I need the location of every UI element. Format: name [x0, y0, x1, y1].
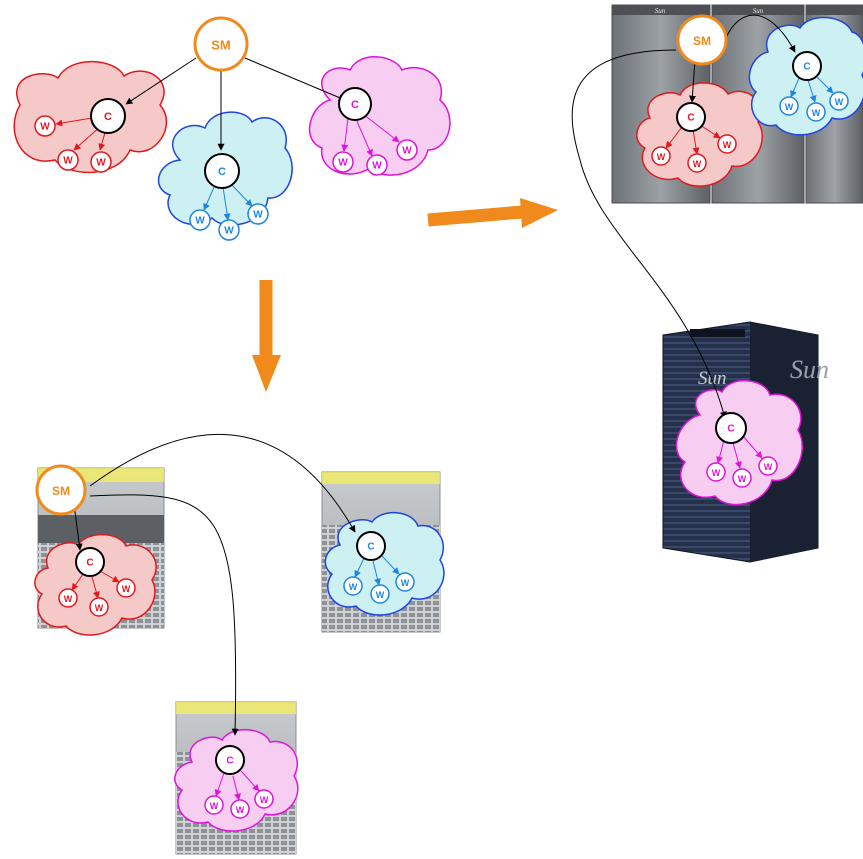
tower-side-logo: Sun — [790, 355, 829, 384]
worker-label: W — [63, 156, 73, 167]
controller-label: C — [86, 558, 93, 569]
worker-label: W — [96, 158, 106, 169]
controller-red-right: C — [676, 102, 706, 132]
connectors — [73, 14, 796, 736]
sm-node-top: SM — [193, 16, 249, 72]
worker-label: W — [40, 122, 50, 133]
worker-labels: W W W W W W W W W W W W W W W W W W W W … — [40, 97, 843, 815]
worker-group-blue-blade — [343, 572, 415, 604]
worker-label: W — [224, 226, 234, 237]
worker-group-magenta-top — [332, 139, 418, 176]
controller-label: C — [351, 99, 359, 111]
flow-arrow-down — [252, 280, 281, 392]
worker-label: W — [812, 108, 821, 118]
worker-label: W — [376, 590, 385, 600]
flow-arrows — [252, 198, 558, 392]
worker-label: W — [738, 474, 747, 484]
worker-label: W — [64, 594, 73, 604]
worker-label: W — [723, 140, 732, 150]
controller-label: C — [218, 166, 226, 178]
worker-label: W — [785, 102, 794, 112]
worker-group-red-right — [651, 134, 737, 173]
worker-label: W — [401, 578, 410, 588]
worker-group-blue-top — [189, 203, 269, 241]
sm-label: SM — [211, 38, 231, 53]
worker-label: W — [712, 468, 721, 478]
sm-label: SM — [693, 34, 711, 48]
sm-node-blade: SM — [35, 464, 87, 516]
worker-label: W — [210, 801, 219, 811]
controller-blue-right: C — [792, 51, 822, 81]
controller-label: C — [367, 542, 374, 553]
controller-blue-top: C — [204, 153, 240, 189]
sm-node-right: SM — [676, 14, 728, 66]
flow-arrow-right — [427, 198, 558, 228]
cloud-red-blade — [34, 533, 157, 636]
controller-label: C — [104, 111, 112, 123]
worker-edges — [55, 74, 834, 801]
worker-label: W — [195, 216, 205, 227]
controller-label: C — [803, 62, 810, 73]
worker-group-magenta-blade — [204, 789, 274, 819]
worker-group-red-blade — [58, 578, 136, 617]
controller-blue-blade: C — [356, 531, 386, 561]
worker-label: W — [693, 159, 702, 169]
worker-label: W — [338, 158, 348, 169]
worker-label: W — [236, 805, 245, 815]
controller-label: C — [687, 113, 694, 124]
worker-group-magenta-tower — [706, 456, 778, 488]
controller-label: C — [226, 756, 233, 767]
controller-red-blade: C — [75, 547, 105, 577]
controller-magenta-top: C — [338, 87, 372, 121]
sm-label: SM — [52, 484, 70, 498]
controller-label: C — [727, 424, 734, 435]
worker-label: W — [402, 146, 412, 157]
worker-label: W — [349, 582, 358, 592]
worker-label: W — [835, 97, 844, 107]
worker-label: W — [253, 210, 263, 221]
worker-label: W — [95, 603, 104, 613]
controller-magenta-blade: C — [215, 745, 245, 775]
controller-red-top: C — [90, 98, 126, 134]
controller-magenta-tower: C — [715, 412, 747, 444]
worker-label: W — [657, 152, 666, 162]
worker-label: W — [260, 795, 269, 805]
worker-group-blue-right — [779, 91, 849, 122]
rack-sun-logo: Sun — [655, 7, 666, 15]
tower-sun-logo: Sun — [698, 368, 727, 389]
worker-label: W — [764, 462, 773, 472]
worker-group-red-top — [34, 115, 112, 173]
worker-label: W — [372, 161, 382, 172]
workers — [34, 91, 849, 819]
worker-label: W — [122, 584, 131, 594]
rack-sun-logo-2: Sun — [753, 7, 764, 15]
